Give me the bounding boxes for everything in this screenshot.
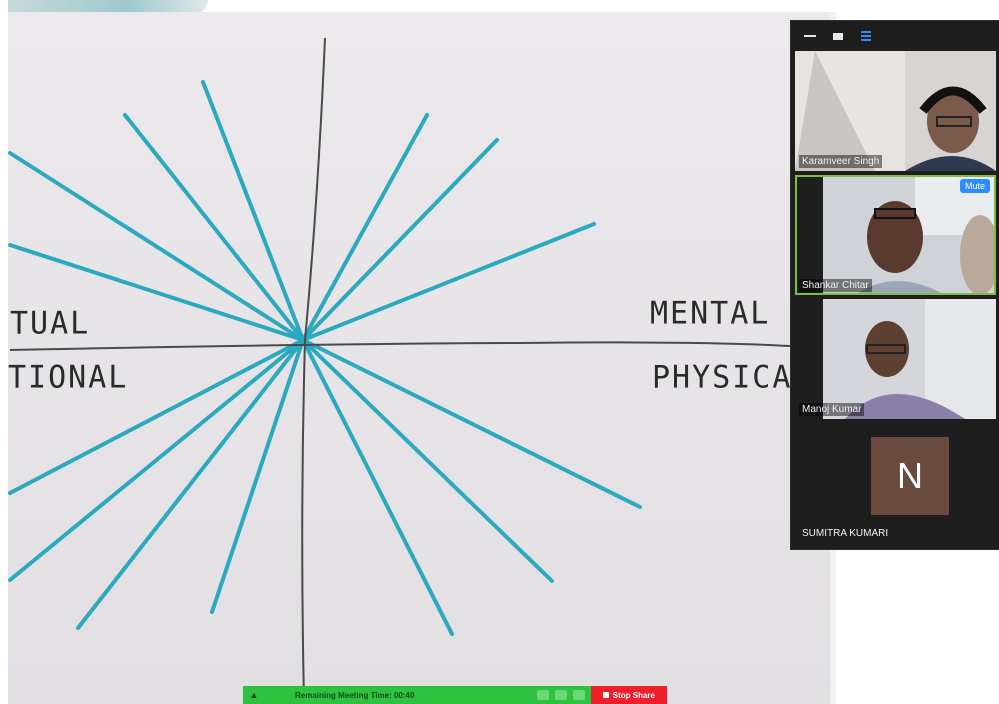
ray-line-4 xyxy=(203,82,303,340)
more-icon[interactable] xyxy=(573,690,585,700)
share-toolbar: ▲ Remaining Meeting Time: 00:40 Stop Sha… xyxy=(243,686,667,704)
participant-name-4: SUMITRA KUMARI xyxy=(799,527,891,540)
gallery-view-icon[interactable] xyxy=(859,31,873,41)
avatar: N xyxy=(871,437,949,515)
participant-name-1: Karamveer Singh xyxy=(799,155,882,168)
participant-tile-4[interactable]: N SUMITRA KUMARI xyxy=(795,423,996,543)
horizontal-axis xyxy=(10,342,790,350)
participant-tile-1[interactable]: Karamveer Singh xyxy=(795,51,996,171)
window-icon[interactable] xyxy=(831,31,845,41)
label-bottom-right: PHYSICA xyxy=(652,359,792,396)
meeting-timer: Remaining Meeting Time: 00:40 xyxy=(265,691,537,700)
label-top-left: TUAL xyxy=(10,305,90,342)
participant-tile-3[interactable]: Manoj Kumar xyxy=(795,299,996,419)
stop-icon xyxy=(603,692,609,698)
settings-icon[interactable] xyxy=(555,690,567,700)
minimize-icon[interactable] xyxy=(803,31,817,41)
stop-share-button[interactable]: Stop Share xyxy=(591,686,667,704)
participant-name-2: Shankar Chitar xyxy=(799,279,872,292)
ray-line-8 xyxy=(303,340,640,507)
gallery-controls xyxy=(791,21,999,51)
participant-video-2 xyxy=(795,175,996,295)
ray-line-3 xyxy=(125,115,303,340)
ray-line-9 xyxy=(303,340,552,581)
video-gallery-panel: Karamveer Singh Mute Shankar Chitar Mano… xyxy=(790,20,999,550)
participant-name-3: Manoj Kumar xyxy=(799,403,864,416)
stop-share-label: Stop Share xyxy=(613,691,655,700)
ray-line-5 xyxy=(303,115,427,340)
label-top-right: MENTAL xyxy=(650,295,770,332)
ray-line-6 xyxy=(303,140,497,340)
participant-tile-2[interactable]: Mute Shankar Chitar xyxy=(795,175,996,295)
participant-video-1 xyxy=(795,51,996,171)
label-bottom-left: TIONAL xyxy=(8,359,128,396)
ray-line-10 xyxy=(303,340,452,634)
pin-icon[interactable]: ▲ xyxy=(243,690,265,700)
vertical-axis xyxy=(302,38,325,700)
pause-share-icon[interactable] xyxy=(537,690,549,700)
ray-line-7 xyxy=(303,224,594,340)
mute-button[interactable]: Mute xyxy=(960,179,990,193)
participant-video-3 xyxy=(795,299,996,419)
